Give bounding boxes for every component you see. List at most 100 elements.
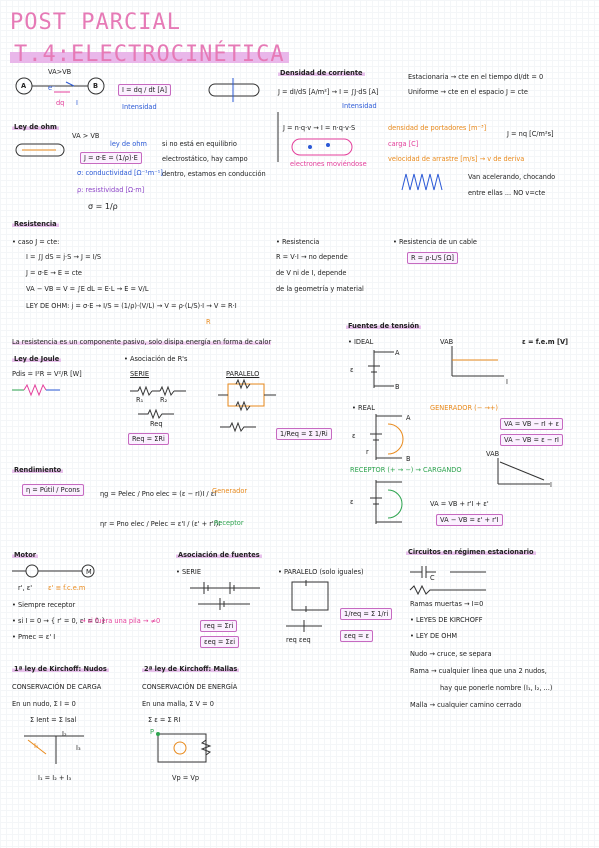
- ohm-note-3: dentro, estamos en conducción: [162, 170, 266, 178]
- divider-line: [277, 112, 279, 162]
- i2-label: I₂: [62, 730, 67, 738]
- joule-heading: Ley de Joule: [12, 355, 62, 363]
- kirchoff2-l2: Σ ε = Σ RI: [148, 716, 181, 724]
- rendimiento-heading: Rendimiento: [12, 466, 64, 474]
- req-series-formula: Req = ΣRi: [128, 433, 169, 445]
- ohm-cylinder-icon: [15, 143, 65, 157]
- cylinder-icon: [208, 78, 260, 102]
- gen-formula-1: VA = VB − rI + ε: [500, 418, 564, 430]
- electrones-caption: electrones moviéndose: [290, 160, 367, 168]
- rec-formula-2: VA − VB = ε' + r'I: [436, 514, 503, 526]
- parallel-resistors-icon: [218, 378, 276, 412]
- ley-ohm-label: ley de ohm: [110, 140, 147, 148]
- motor-m: M: [86, 568, 92, 576]
- rama-def: Rama → cualquier línea que una 2 nudos,: [410, 667, 547, 675]
- real-r: r: [366, 448, 369, 456]
- dq-label: dq: [56, 99, 65, 107]
- ideal-e: ε: [350, 366, 354, 374]
- motor-b3: • Pmec = ε' I: [12, 633, 56, 641]
- malla-def: Malla → cualquier camino cerrado: [410, 701, 522, 709]
- j-nq-formula: J = nq [C/m²s]: [507, 130, 554, 138]
- motor-b2b: → si fuera una pila → ≠0: [80, 617, 161, 625]
- series-req-formula: req = Σri: [200, 620, 238, 632]
- receptor-e: ε: [350, 498, 354, 506]
- resistencia-b3: de la geometría y material: [276, 285, 364, 293]
- kirchoff2-result: Vp = Vp: [172, 774, 200, 782]
- receptor-icon: [370, 480, 403, 524]
- real-a: A: [406, 414, 411, 422]
- caso-j-cte: • caso J = cte:: [12, 238, 60, 246]
- pasivo-text: La resistencia es un componente pasivo, …: [12, 338, 272, 346]
- kirchoff2-l1: En una malla, Σ V = 0: [142, 700, 214, 708]
- sigma-def: σ: conductividad [Ω⁻¹m⁻¹]: [77, 169, 163, 177]
- motor-label: r', ε': [18, 584, 33, 592]
- current-label: I: [76, 99, 78, 107]
- asoc-fuentes-heading: Asociación de fuentes: [176, 551, 262, 559]
- asoc-r-heading: • Asociación de R's: [124, 355, 188, 363]
- generador-tag: Generador: [212, 487, 248, 495]
- series-resistors-icon: [130, 385, 186, 397]
- motor-b1: • Siempre receptor: [12, 601, 76, 609]
- rec-formula-1: VA = VB + r'I + ε': [430, 500, 489, 508]
- page-subtitle: T.4:ELECTROCINÉTICA: [10, 42, 289, 67]
- real-e: ε: [352, 432, 356, 440]
- r1-label: R₁: [136, 396, 144, 404]
- electron-tube-icon: [291, 138, 353, 156]
- parallel-eq-icon: [286, 620, 322, 632]
- motor-b2: • si I = 0 → { r' = 0, ε' = 0 }: [12, 617, 106, 625]
- gen-i-axis: I: [550, 481, 552, 489]
- ramas-muertas: Ramas muertas → I=0: [410, 600, 484, 608]
- receptor-tag: Receptor: [214, 519, 244, 527]
- parallel-eeq-formula: εeq = ε: [340, 630, 374, 642]
- ideal-source-icon: [368, 350, 394, 388]
- velocidad-text: velocidad de arrastre [m/s] → v de deriv…: [388, 155, 525, 163]
- fuentes-heading: Fuentes de tensión: [346, 322, 422, 330]
- motor-heading: Motor: [12, 551, 39, 559]
- ohm-formula: J = σ·E = (1/ρ)·E: [80, 152, 142, 164]
- gen-graph: [497, 458, 550, 485]
- resist-line-2: J = σ·E → E = cte: [26, 269, 82, 277]
- resist-line-1: I = ∫J dS = j·S → J = I/S: [26, 253, 102, 261]
- gen-formula-2: VA − VB = ε − rI: [500, 434, 564, 446]
- node-a: A: [21, 82, 27, 90]
- vab-axis-2: VAB: [486, 450, 500, 458]
- intensity-caption: Intensidad: [122, 103, 157, 111]
- paralelo-label: PARALELO: [226, 370, 260, 378]
- receptor-label: RECEPTOR (+ → −) → CARGANDO: [350, 466, 462, 474]
- page-title: POST PARCIAL: [10, 10, 181, 35]
- kirchoff2-heading: 2ª ley de Kirchoff: Mallas: [142, 665, 240, 673]
- motor-circuit-icon: [12, 564, 95, 578]
- asocf-paralelo: • PARALELO (solo iguales): [278, 568, 364, 576]
- cable-formula: R = ρ·L/S [Ω]: [407, 252, 458, 264]
- densidad-formula: J = dI/dS [A/m²] → I = ∫J·dS [A]: [278, 88, 379, 96]
- ohm-note-2: electrostático, hay campo: [162, 155, 248, 163]
- joule-formula: Pdis = I²R = V²/R [W]: [12, 370, 82, 378]
- resist-line-3: VA − VB = V = ∫E dL = E·L → E = V/L: [26, 285, 149, 293]
- capacitor-c: C: [430, 574, 435, 582]
- series-sources-icon: [190, 582, 260, 610]
- estacionaria-line: Estacionaria → cte en el tiempo dI/dt = …: [408, 73, 544, 81]
- conductor-diagram: [15, 77, 105, 95]
- portadores-text: densidad de portadores [m⁻³]: [388, 124, 487, 132]
- ley-ohm-bullet: • LEY DE OHM: [410, 632, 458, 640]
- capacitor-branches-icon: [409, 566, 486, 596]
- ohm-heading: Ley de ohm: [12, 123, 59, 131]
- real-label: • REAL: [352, 404, 375, 412]
- ideal-b: B: [395, 383, 400, 391]
- eta-gen-formula: ηg = Pelec / Pno elec = (ε − rI)I / εI: [100, 490, 217, 498]
- req-label-s: Req: [150, 420, 163, 428]
- r-label: R: [206, 318, 211, 326]
- real-b: B: [406, 455, 411, 463]
- j-nqv-formula: J = n·q·v → I = n·q·v·S: [283, 124, 356, 132]
- resistencia-bullet: • Resistencia: [276, 238, 320, 246]
- resistencia-b1: R = V·I → no depende: [276, 253, 348, 261]
- kirchoff2-sub: CONSERVACIÓN DE ENERGÍA: [142, 683, 238, 691]
- cable-bullet: • Resistencia de un cable: [393, 238, 477, 246]
- mesh-p: P: [150, 728, 154, 736]
- generator-icon: [370, 414, 404, 460]
- resistencia-heading: Resistencia: [12, 220, 59, 228]
- fcem-label: ε' ≡ f.c.e.m: [48, 584, 86, 592]
- nudo-def: Nudo → cruce, se separa: [410, 650, 492, 658]
- series-eeq-formula: εeq = Σεi: [200, 636, 240, 648]
